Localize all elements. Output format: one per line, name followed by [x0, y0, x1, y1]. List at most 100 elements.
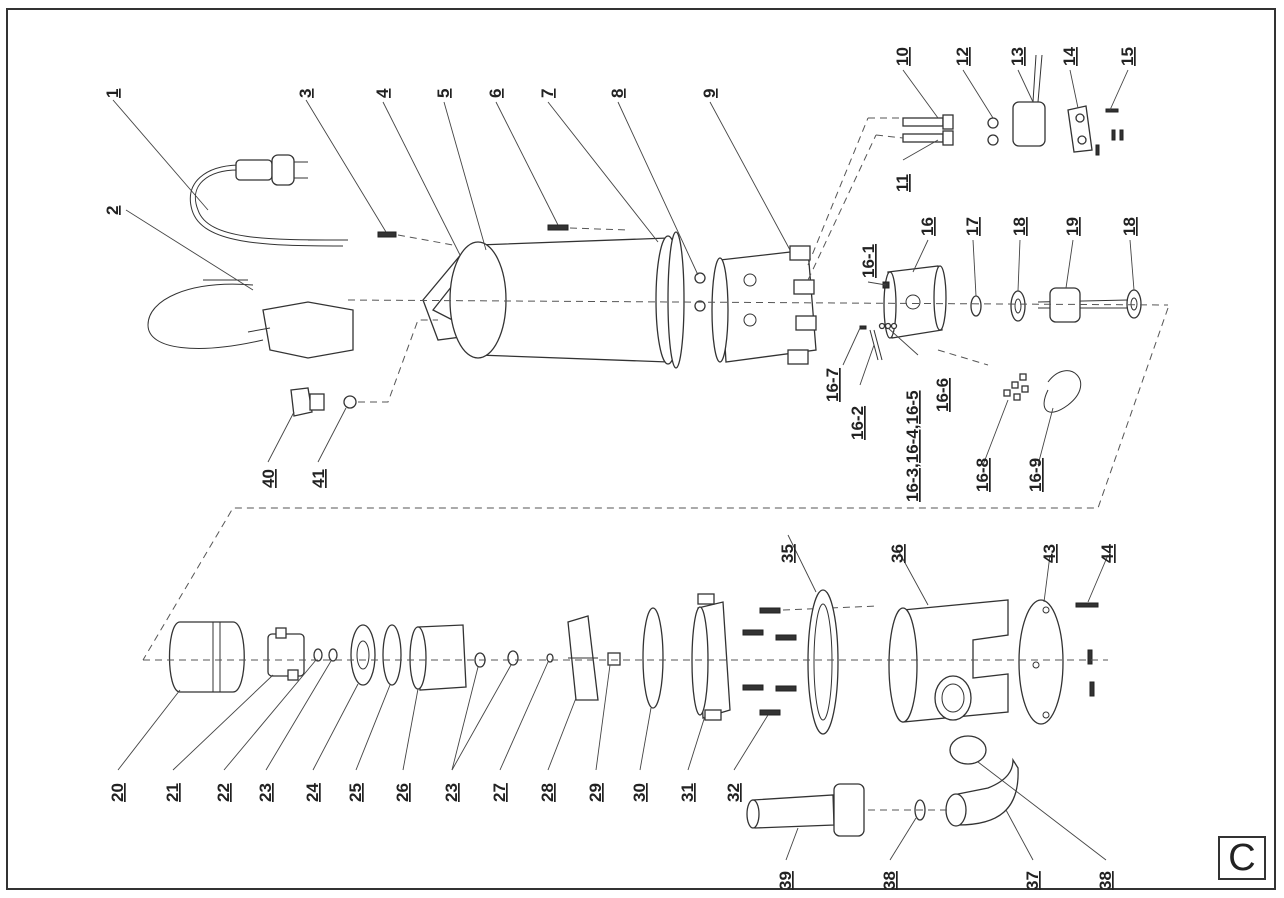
part-5-motor-body: [449, 235, 681, 365]
callout-2: 2: [103, 206, 122, 215]
part-44-screws: [1075, 602, 1099, 697]
part-43-bottom-plate: [1018, 599, 1064, 725]
part-10-11-bolts: [902, 114, 954, 146]
part-23-washer-b: [474, 650, 519, 668]
part-16-7-screw: [859, 325, 867, 330]
sheet-letter-box: C: [1218, 836, 1266, 880]
part-31-flange: [691, 593, 731, 721]
part-38-gasket-top: [949, 735, 987, 765]
callout-15: 15: [1118, 47, 1137, 66]
part-27-key: [546, 653, 554, 663]
callout-9: 9: [700, 89, 719, 98]
sheet-letter: C: [1228, 836, 1256, 879]
callout-41: 41: [309, 469, 328, 488]
part-18-bearing-a: [1010, 290, 1026, 322]
callout-22: 22: [214, 783, 233, 802]
part-36-pump-housing: [888, 599, 1009, 723]
part-32-screws: [742, 607, 797, 716]
callout-11: 11: [893, 174, 912, 192]
part-40-cap: [290, 387, 325, 417]
callout-12: 12: [953, 47, 972, 66]
part-6-screw: [547, 224, 629, 231]
callout-21: 21: [163, 783, 182, 802]
callout-17: 17: [963, 217, 982, 236]
part-9-flange-housing: [711, 245, 817, 365]
callout-labels: 1 2 3 4 5 6 7 8 9 10 11 12 13 14 15 16 1…: [103, 47, 1139, 890]
part-1-power-cord: [189, 154, 348, 247]
part-3-screw: [377, 231, 454, 246]
part-23-washer-a: [328, 648, 338, 662]
callout-29: 29: [586, 783, 605, 802]
callout-4: 4: [373, 88, 392, 98]
callout-40: 40: [259, 469, 278, 488]
part-14-clip: [1067, 105, 1093, 153]
callout-5: 5: [434, 89, 453, 98]
callout-19: 19: [1063, 217, 1082, 236]
callout-6: 6: [486, 89, 505, 98]
callout-20: 20: [108, 783, 127, 802]
part-28-impeller: [567, 615, 599, 701]
callout-10: 10: [893, 47, 912, 66]
callout-31: 31: [678, 783, 697, 802]
part-20-housing-cap: [168, 621, 245, 693]
callout-8: 8: [608, 89, 627, 98]
callout-16-2: 16-2: [848, 406, 867, 440]
part-12-washers: [987, 117, 999, 146]
part-25-o-ring: [382, 624, 402, 686]
callout-16-7: 16-7: [823, 368, 842, 402]
callout-28: 28: [538, 783, 557, 802]
callout-23a: 23: [256, 783, 275, 802]
part-16-2-pin: [869, 329, 883, 361]
callout-24: 24: [303, 783, 322, 802]
callout-25: 25: [346, 783, 365, 802]
part-37-elbow: [945, 757, 1019, 827]
part-16-end-shield: [882, 265, 947, 339]
part-16-8-connectors: [1003, 373, 1029, 401]
callout-26: 26: [393, 783, 412, 802]
part-19-rotor-shaft: [1037, 287, 1129, 323]
callout-43: 43: [1040, 544, 1059, 563]
callout-35: 35: [778, 544, 797, 563]
part-15-screws: [1095, 108, 1124, 156]
callout-30: 30: [630, 783, 649, 802]
callout-7: 7: [538, 89, 557, 98]
part-26-sleeve: [409, 624, 467, 691]
part-21-coupling: [267, 627, 305, 681]
callout-1: 1: [103, 89, 122, 98]
leader-lines: [112, 69, 1135, 861]
part-7-o-ring: [667, 231, 685, 369]
part-35-flange-gasket: [807, 589, 839, 735]
part-8-nuts: [694, 272, 706, 312]
part-13-capacitor: [1012, 54, 1046, 147]
callout-39: 39: [776, 871, 795, 890]
part-24-mechanical-seal: [350, 624, 376, 686]
callout-18a: 18: [1010, 217, 1029, 236]
part-22-washer: [313, 648, 323, 662]
callout-36: 36: [888, 544, 907, 563]
part-16-9-cable-tie: [1043, 370, 1082, 413]
callout-18b: 18: [1120, 217, 1139, 236]
callout-44: 44: [1098, 544, 1117, 563]
part-29-nut: [607, 652, 621, 666]
callout-16-9: 16-9: [1026, 458, 1045, 492]
part-17-seal: [970, 295, 982, 317]
callout-32: 32: [724, 783, 743, 802]
callout-16-6: 16-6: [933, 378, 952, 412]
callout-37: 37: [1023, 871, 1042, 890]
part-39-hose-adapter: [746, 783, 865, 837]
callout-16: 16: [918, 217, 937, 236]
callout-13: 13: [1008, 47, 1027, 66]
callout-14: 14: [1060, 47, 1079, 66]
part-18-bearing-b: [1126, 289, 1142, 319]
callout-3: 3: [296, 89, 315, 98]
callout-16-1: 16-1: [859, 244, 878, 278]
part-30-gasket: [642, 607, 664, 709]
callout-16-3: 16-3,16-4,16-5: [903, 390, 922, 502]
part-41-ball: [343, 395, 357, 409]
callout-23b: 23: [442, 783, 461, 802]
drawing-frame: 1 2 3 4 5 6 7 8 9 10 11 12 13 14 15 16 1…: [6, 8, 1276, 890]
part-16-3-washers: [878, 322, 898, 330]
callout-38b: 38: [1096, 871, 1115, 890]
callout-38a: 38: [880, 871, 899, 890]
callout-16-8: 16-8: [973, 458, 992, 492]
